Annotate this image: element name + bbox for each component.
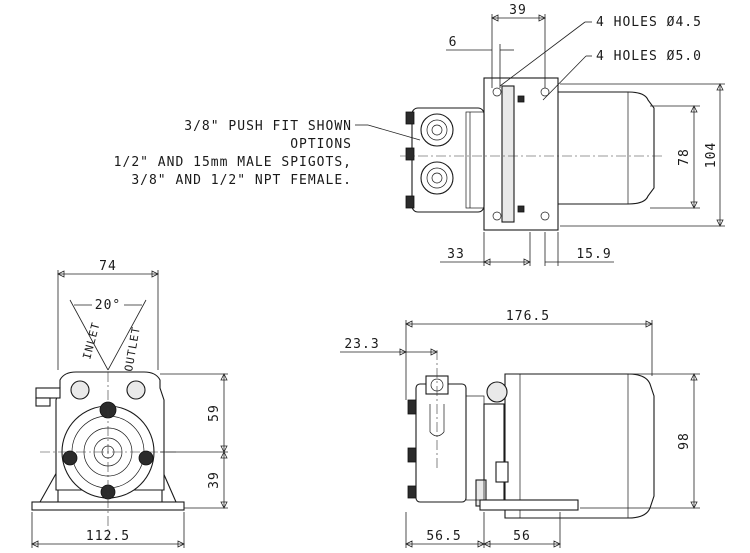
dim-top-width: 39 <box>509 3 527 18</box>
dim-front-width-top: 74 <box>99 259 117 274</box>
dim-side-bottom-right: 56 <box>513 529 531 544</box>
dim-top-height-inner: 78 <box>677 148 692 166</box>
note-options: OPTIONS <box>290 137 352 152</box>
note-holes-small: 4 HOLES Ø4.5 <box>596 15 702 30</box>
dim-side-offset: 23.3 <box>344 337 379 352</box>
label-outlet: OUTLET <box>122 325 143 372</box>
dim-top-offset: 6 <box>449 35 458 50</box>
dim-top-bottom-right: 15.9 <box>576 247 611 262</box>
note-push-fit: 3/8" PUSH FIT SHOWN <box>184 119 352 134</box>
note-holes-large: 4 HOLES Ø5.0 <box>596 49 702 64</box>
top-view-port-lower <box>420 161 454 195</box>
dim-side-length: 176.5 <box>506 309 550 324</box>
top-view <box>355 14 725 266</box>
dim-top-bottom-left: 33 <box>447 247 465 262</box>
dim-top-height-outer: 104 <box>704 142 719 168</box>
front-view <box>31 270 228 548</box>
dim-side-bottom-left: 56.5 <box>426 529 461 544</box>
side-view <box>340 320 700 548</box>
dim-front-base-width: 112.5 <box>86 529 130 544</box>
top-view-port-upper <box>420 113 454 147</box>
dim-side-height: 98 <box>677 432 692 450</box>
side-view-pump-head <box>415 383 467 503</box>
dim-front-height-upper: 59 <box>207 404 222 422</box>
note-npt: 3/8" AND 1/2" NPT FEMALE. <box>131 173 352 188</box>
dim-front-angle: 20° <box>95 298 121 313</box>
top-view-mount-plate <box>483 77 559 231</box>
note-spigots: 1/2" AND 15mm MALE SPIGOTS, <box>114 155 352 170</box>
dim-front-height-lower: 39 <box>207 471 222 489</box>
side-view-motor <box>504 373 655 519</box>
top-view-motor <box>511 91 655 205</box>
